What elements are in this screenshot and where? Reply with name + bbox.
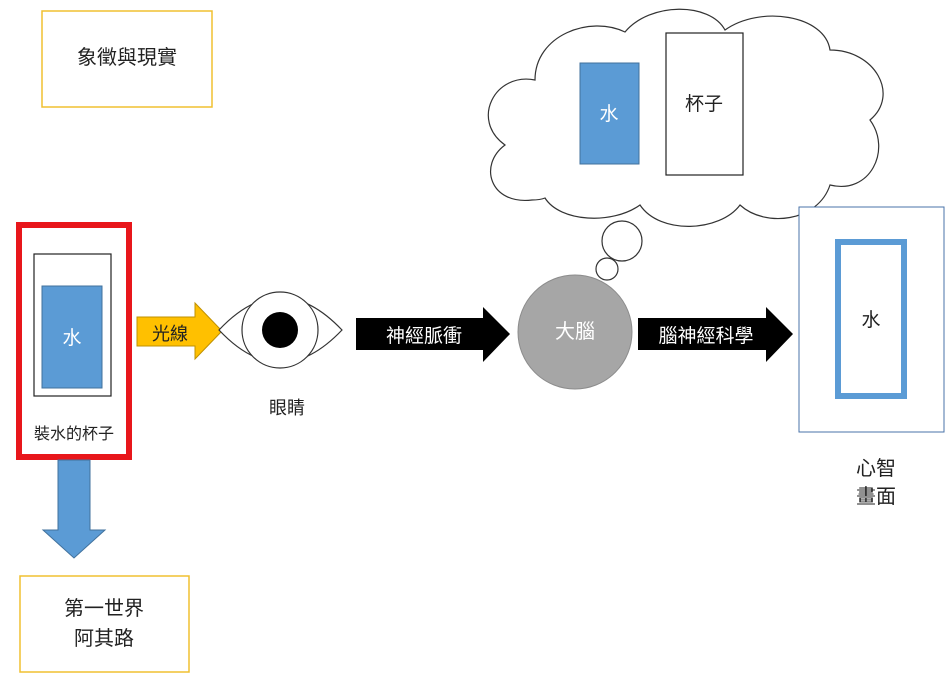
neuro-label: 腦神經科學 bbox=[658, 325, 753, 347]
cup-box: 水 裝水的杯子 bbox=[16, 222, 132, 460]
thought-cup: 杯子 bbox=[665, 32, 744, 176]
nerve-label: 神經脈衝 bbox=[386, 325, 462, 347]
brain-label: 大腦 bbox=[555, 319, 595, 343]
title-box: 象徵與現實 bbox=[41, 10, 213, 108]
cup-label: 裝水的杯子 bbox=[34, 424, 114, 443]
world-label-line2: 阿其路 bbox=[74, 626, 134, 650]
cup-water-label: 水 bbox=[62, 327, 81, 349]
mind-label-line1: 心智 bbox=[856, 456, 896, 480]
light-arrow: 光線 bbox=[136, 301, 223, 361]
mind-label-line2: 畫面 bbox=[856, 484, 896, 508]
thought-bubble-small bbox=[595, 257, 619, 281]
neuro-arrow: 腦神經科學 bbox=[638, 307, 793, 362]
thought-cup-label: 杯子 bbox=[685, 93, 723, 115]
eye-icon bbox=[218, 291, 343, 369]
mind-picture: 水 bbox=[798, 206, 945, 433]
cup-water bbox=[41, 285, 103, 389]
down-arrow bbox=[41, 459, 107, 559]
thought-water: 水 bbox=[579, 62, 640, 165]
thought-water-label: 水 bbox=[599, 103, 618, 125]
world-box: 第一世界 阿其路 bbox=[19, 575, 190, 673]
thought-bubble-large bbox=[601, 220, 643, 262]
brain-node: 大腦 bbox=[517, 274, 633, 390]
light-label: 光線 bbox=[152, 324, 188, 345]
nerve-arrow: 神經脈衝 bbox=[356, 307, 510, 362]
title-text: 象徵與現實 bbox=[77, 45, 177, 69]
mind-water-label: 水 bbox=[861, 309, 880, 331]
eye-label: 眼睛 bbox=[269, 398, 305, 419]
world-label-line1: 第一世界 bbox=[64, 596, 144, 620]
